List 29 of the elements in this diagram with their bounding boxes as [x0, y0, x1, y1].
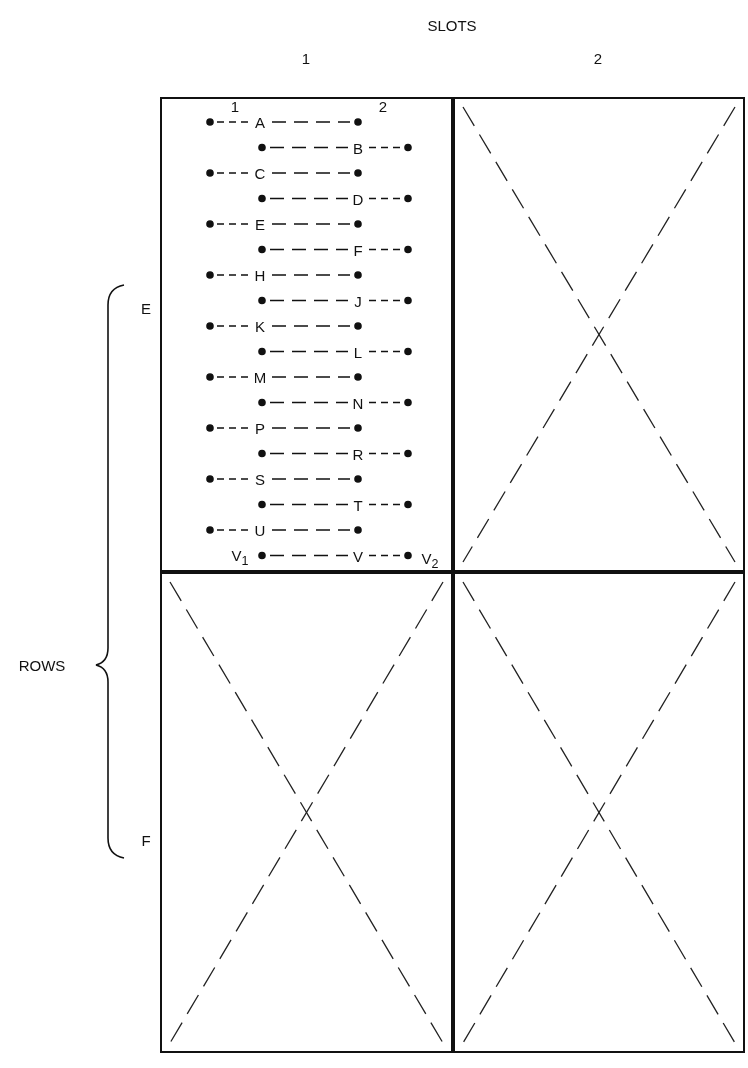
pin-letter: F: [353, 242, 363, 257]
column-number: 2: [593, 50, 603, 66]
pin-letter: S: [255, 471, 265, 487]
pin-letter: C: [254, 165, 266, 181]
pin-letter: M: [253, 369, 267, 385]
pin-column-number: 1: [230, 98, 240, 114]
axis-title: ROWS: [18, 657, 66, 673]
pin-letter: J: [354, 293, 362, 308]
pin-letter: K: [255, 318, 265, 334]
pin-letter: N: [352, 395, 364, 410]
row-label: E: [141, 300, 151, 316]
pin-letter: V: [353, 548, 363, 563]
pin-column-number: 2: [378, 98, 388, 114]
pin-letter: D: [352, 191, 364, 206]
pin-letter: E: [255, 216, 265, 232]
grid-cell: [160, 97, 453, 572]
pin-letter: U: [254, 522, 266, 538]
pin-letter: L: [353, 344, 363, 359]
pin-letter: R: [352, 446, 364, 461]
pin-letter: T: [353, 497, 363, 512]
column-number: 1: [301, 50, 311, 66]
pin-letter: A: [255, 114, 265, 130]
axis-title: SLOTS: [427, 17, 477, 33]
pin-letter: H: [254, 267, 266, 283]
pin-label: V$_{2}$: [421, 551, 439, 571]
pin-letter: P: [255, 420, 265, 436]
row-label: F: [141, 832, 151, 848]
pin-letter: B: [353, 140, 363, 155]
pin-label: V$_{1}$: [231, 548, 249, 568]
